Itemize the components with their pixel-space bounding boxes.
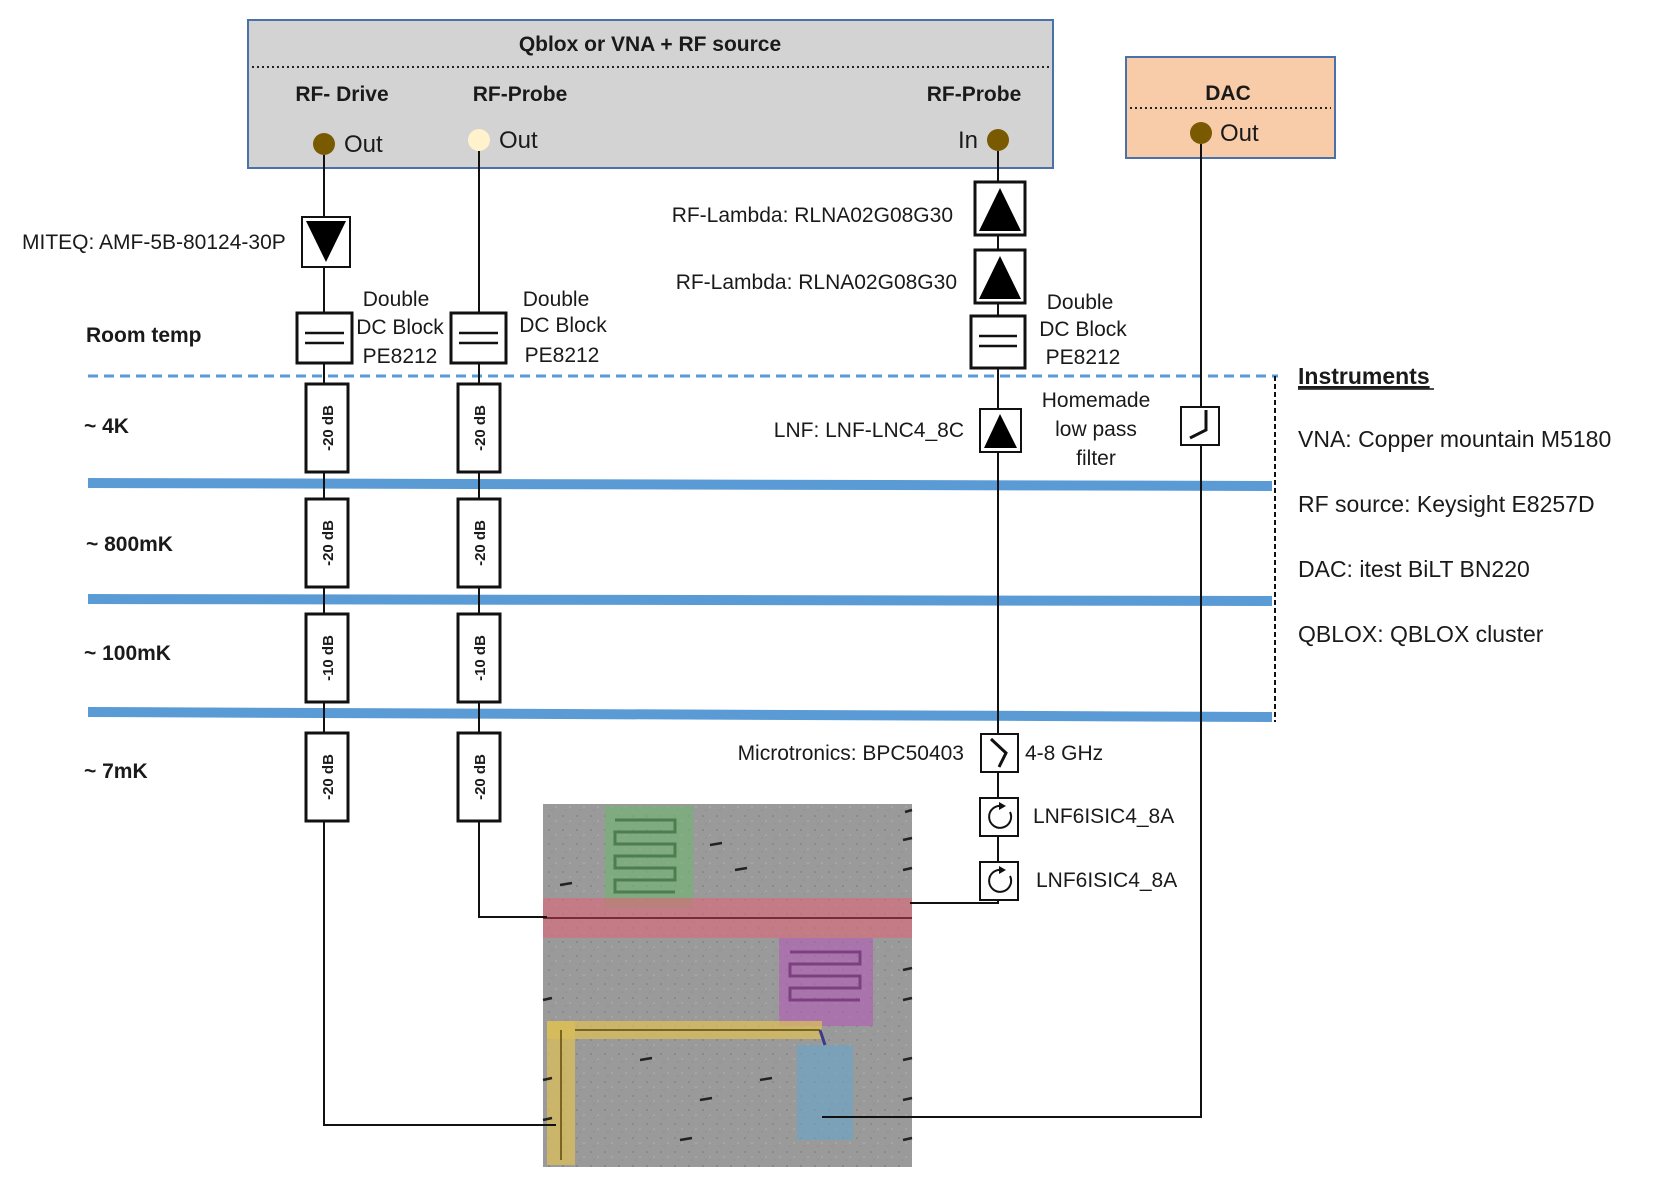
instruments-legend: Instruments VNA: Copper mountain M5180 R… — [1298, 363, 1611, 647]
instrument-item: QBLOX: QBLOX cluster — [1298, 621, 1544, 647]
attenuator-label: -20 dB — [472, 405, 489, 451]
stage-800mk-plate — [87, 594, 1273, 606]
miteq-amplifier — [301, 216, 351, 268]
attenuator: -10 dB — [304, 612, 350, 704]
stage-label-7mk: ~ 7mK — [84, 760, 148, 783]
rf-probe-in-line — [910, 151, 999, 904]
attenuator-label: -20 dB — [320, 754, 337, 800]
dc-block-drive-line3: PE8212 — [363, 345, 438, 368]
rf-lambda-amplifier-1 — [973, 180, 1027, 237]
attenuator-label: -20 dB — [320, 405, 337, 451]
stage-100mk-plate — [87, 707, 1273, 722]
attenuator: -10 dB — [456, 612, 502, 704]
rf-drive-line — [323, 155, 556, 1126]
rf-lambda-1-label: RF-Lambda: RLNA02G08G30 — [672, 204, 953, 227]
stage-label-4k: ~ 4K — [84, 415, 129, 438]
dc-block-drive-line2: DC Block — [356, 316, 444, 339]
lowpass-label-line1: Homemade — [1042, 389, 1151, 412]
attenuator: -20 dB — [304, 731, 350, 823]
rf-probe-in-port — [987, 129, 1009, 151]
attenuator: -20 dB — [456, 497, 502, 589]
dac-title: DAC — [1205, 82, 1251, 105]
dc-block-probe-in-line1: Double — [1047, 291, 1114, 314]
attenuator-label: -10 dB — [472, 635, 489, 681]
instrument-item: RF source: Keysight E8257D — [1298, 491, 1595, 517]
lowpass-label-line2: low pass — [1055, 418, 1137, 441]
rf-lambda-amplifier-2 — [973, 248, 1027, 305]
rf-probe-out-port — [468, 129, 490, 151]
bandpass-label: 4-8 GHz — [1025, 742, 1103, 765]
miteq-label: MITEQ: AMF-5B-80124-30P — [22, 231, 286, 254]
dc-block-probe-in-line3: PE8212 — [1046, 346, 1121, 369]
lowpass-label-line3: filter — [1076, 447, 1116, 470]
dc-block-probe-out — [449, 311, 508, 365]
microtronics-label: Microtronics: BPC50403 — [738, 742, 964, 765]
dc-block-probe-out-line1: Double — [523, 288, 590, 311]
circulator-1-label: LNF6ISIC4_8A — [1033, 805, 1174, 828]
dc-block-drive-line1: Double — [363, 288, 430, 311]
lowpass-filter — [1180, 406, 1220, 446]
rf-lambda-2-label: RF-Lambda: RLNA02G08G30 — [676, 271, 957, 294]
rf-probe-in-header: RF-Probe — [927, 83, 1022, 106]
attenuator: -20 dB — [456, 731, 502, 823]
attenuator-label: -20 dB — [472, 520, 489, 566]
circulator-2 — [979, 861, 1019, 901]
stage-label-100mk: ~ 100mK — [84, 642, 171, 665]
attenuator-label: -20 dB — [472, 754, 489, 800]
circulator-2-label: LNF6ISIC4_8A — [1036, 869, 1177, 892]
dc-block-probe-out-line3: PE8212 — [525, 344, 600, 367]
instrument-item: VNA: Copper mountain M5180 — [1298, 426, 1611, 452]
source-instrument-box: Qblox or VNA + RF source RF- Drive RF-Pr… — [247, 19, 1054, 169]
dac-box: DAC Out — [1125, 56, 1336, 159]
dac-flux-line — [822, 144, 1202, 1118]
rf-probe-out-label: Out — [499, 127, 538, 154]
circulator-1 — [979, 797, 1019, 837]
lnf-label: LNF: LNF-LNC4_8C — [774, 419, 964, 442]
rf-drive-header: RF- Drive — [295, 83, 388, 106]
dac-out-port — [1190, 122, 1212, 144]
attenuator: -20 dB — [304, 382, 350, 474]
dc-block-drive — [295, 311, 354, 365]
attenuator: -20 dB — [456, 382, 502, 474]
lnf-hemt-amplifier — [979, 408, 1022, 453]
rf-drive-out-port — [313, 133, 335, 155]
instrument-item: DAC: itest BiLT BN220 — [1298, 556, 1530, 582]
instruments-title: Instruments — [1298, 363, 1430, 389]
chip-micrograph — [542, 804, 913, 1167]
dc-block-probe-out-line2: DC Block — [519, 314, 607, 337]
stage-4k-plate — [87, 478, 1273, 491]
attenuator: -20 dB — [304, 497, 350, 589]
attenuator-label: -20 dB — [320, 520, 337, 566]
rf-probe-in-label: In — [958, 127, 978, 154]
dc-block-probe-in-line2: DC Block — [1039, 318, 1127, 341]
attenuator-label: -10 dB — [320, 635, 337, 681]
stage-label-room-temp: Room temp — [86, 324, 202, 347]
dc-block-probe-in — [969, 314, 1027, 370]
rf-drive-out-label: Out — [344, 131, 383, 158]
rf-probe-out-header: RF-Probe — [473, 83, 568, 106]
dac-out-label: Out — [1220, 120, 1259, 147]
stage-label-800mk: ~ 800mK — [86, 533, 173, 556]
bandpass-filter — [980, 733, 1019, 773]
source-title: Qblox or VNA + RF source — [519, 33, 781, 56]
